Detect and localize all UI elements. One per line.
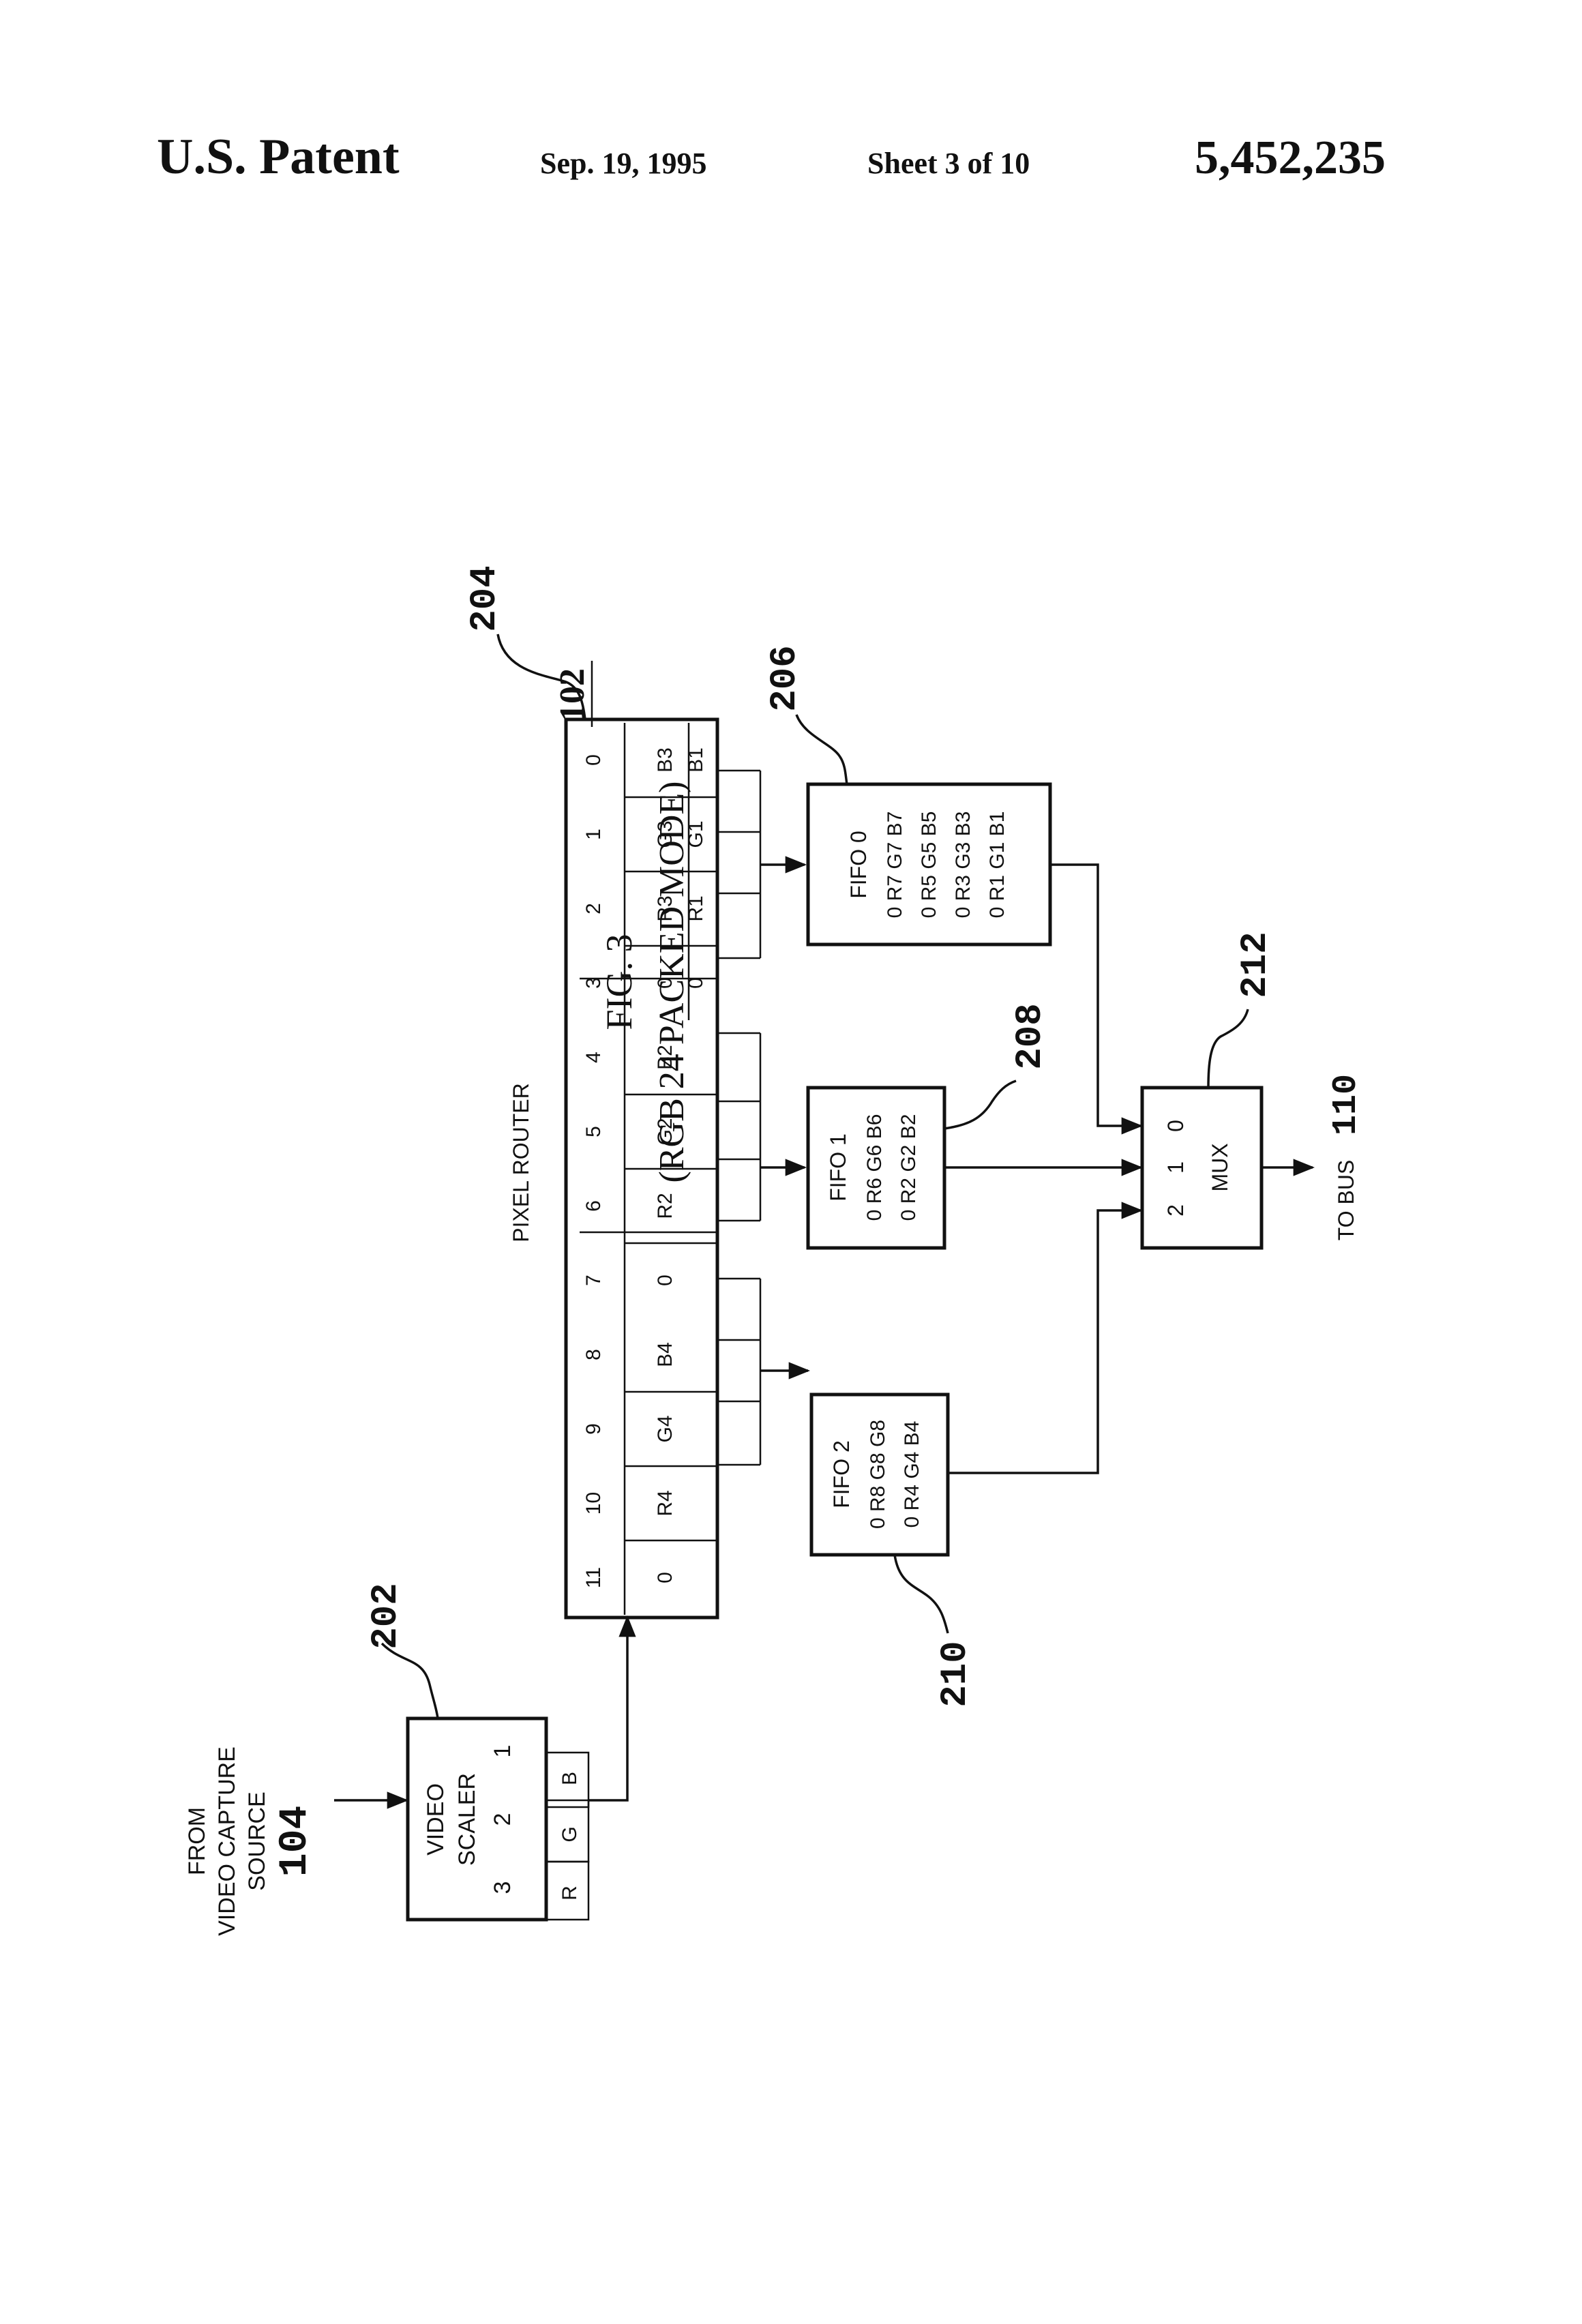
router-slot-6: 6 [582, 1200, 605, 1212]
router-value: G2 [654, 1118, 676, 1145]
mux-leader [1207, 1009, 1249, 1088]
router-slot-5: 5 [582, 1126, 605, 1137]
router-slot-0: 0 [582, 754, 605, 766]
scaler-channel-b-box [545, 1751, 590, 1808]
scaler-to-router-line [588, 1615, 636, 1802]
channel-g: G [558, 1826, 581, 1842]
fifo0-title: FIFO 0 [846, 831, 871, 899]
fifo2-box [809, 1392, 950, 1557]
router-value: 0 [654, 1572, 676, 1583]
router-slot-1: 1 [582, 829, 605, 840]
router-value: B3 [654, 747, 676, 773]
mux-box [1140, 1086, 1264, 1250]
mux-label: MUX [1208, 1143, 1232, 1191]
fifo1-ref: 208 [1010, 1003, 1051, 1069]
video-scaler-text: VIDEO SCALER 3 2 1 [423, 1745, 516, 1894]
fifo2-title: FIFO 2 [829, 1440, 854, 1508]
mux-output-label: TO BUS [1334, 1160, 1358, 1241]
source-line3: SOURCE [244, 1791, 270, 1890]
mux-ref: 212 [1235, 932, 1277, 998]
mux-output-ref: 110 [1327, 1074, 1366, 1135]
source-label: FROM VIDEO CAPTURE SOURCE 104 [184, 1746, 318, 1936]
source-ref: 104 [273, 1806, 318, 1877]
figure-subtitle: (RGB 24 PACKED MODE) [653, 781, 691, 1183]
mux-input-0: 0 [1163, 1120, 1188, 1132]
router-value: 0 [654, 1275, 676, 1286]
channel-b: B [558, 1772, 581, 1785]
fifo0-to-mux-line [1050, 863, 1144, 1135]
video-scaler-line1: VIDEO [423, 1783, 449, 1856]
router-slot-separators [625, 723, 716, 1542]
router-row2-values: 0 R1 G1 B1 [685, 747, 707, 989]
mux-input-1: 1 [1163, 1161, 1188, 1174]
pixel-router-leader [496, 634, 586, 720]
patent-date: Sep. 19, 1995 [540, 147, 707, 180]
fifo0-ref: 206 [764, 645, 806, 711]
fifo0-row: 0 R7 G7 B7 [884, 811, 906, 919]
router-slot-8: 8 [582, 1349, 605, 1360]
fifo0-row: 0 R1 G1 B1 [986, 811, 1009, 919]
pixel-router-label: PIXEL ROUTER [509, 1083, 533, 1242]
router-slot-3: 3 [582, 977, 605, 989]
fifo1-text: FIFO 1 0 R6 G6 B6 0 R2 G2 B2 [826, 1114, 920, 1221]
sheet-number: Sheet 3 of 10 [867, 147, 1030, 180]
fifo0-row: 0 R3 G3 B3 [952, 811, 974, 919]
router-to-fifo1-taps [717, 1032, 807, 1222]
router-value: G3 [654, 820, 676, 848]
fifo2-ref: 210 [935, 1641, 976, 1707]
figure-title: FIG. 3 [599, 934, 640, 1030]
router-slot-2: 2 [582, 903, 605, 914]
video-scaler-num-1: 1 [490, 1745, 516, 1758]
router-value: R4 [654, 1490, 676, 1516]
router-slot-10: 10 [582, 1492, 605, 1515]
fifo0-row: 0 R5 G5 B5 [918, 811, 940, 919]
router-slot-9: 9 [582, 1423, 605, 1435]
router-value: B2 [654, 1045, 676, 1070]
video-scaler-line2: SCALER [454, 1773, 480, 1866]
router-slot-11: 11 [582, 1567, 605, 1588]
video-scaler-leader [380, 1642, 439, 1719]
router-value: 0 [654, 977, 676, 989]
patent-number: 5,452,235 [1195, 132, 1386, 184]
video-scaler-num-3: 3 [490, 1881, 516, 1894]
router-slot-7: 7 [582, 1275, 605, 1286]
fifo1-title: FIFO 1 [826, 1133, 850, 1202]
source-line2: VIDEO CAPTURE [214, 1746, 240, 1936]
router-value-row2: 0 [685, 977, 707, 989]
router-value: R2 [654, 1193, 676, 1219]
video-scaler-num-2: 2 [490, 1813, 516, 1826]
pixel-router-box [564, 717, 719, 1620]
fifo1-row: 0 R2 G2 B2 [897, 1114, 920, 1221]
router-to-fifo0-taps [717, 769, 807, 959]
fifo2-row: 0 R8 G8 G8 [867, 1420, 889, 1529]
router-value: G4 [654, 1415, 676, 1442]
video-scaler-ref: 202 [365, 1583, 407, 1649]
patent-label: U.S. Patent [157, 129, 400, 185]
router-value: R3 [654, 895, 676, 921]
source-line1: FROM [184, 1807, 210, 1875]
router-value-row2: R1 [685, 895, 707, 921]
router-value-row2: B1 [685, 747, 707, 773]
fifo0-text: FIFO 0 0 R7 G7 B7 0 R5 G5 B5 0 R3 G3 B3 0 R1… [846, 811, 1009, 919]
fifo2-leader [893, 1554, 949, 1634]
router-to-fifo2-taps [717, 1277, 811, 1466]
router-value: B4 [654, 1342, 676, 1367]
fifo2-text: FIFO 2 0 R8 G8 G8 0 R4 G4 B4 [829, 1420, 923, 1529]
router-slot-4: 4 [582, 1052, 605, 1063]
fifo1-row: 0 R6 G6 B6 [863, 1114, 886, 1221]
rotated-drawing: FIG. 3 (RGB 24 PACKED MODE) 102 [553, 661, 691, 1182]
figure-ref-main: 102 [553, 668, 592, 721]
fifo0-leader [795, 714, 848, 785]
mux-input-2: 2 [1163, 1204, 1188, 1217]
fifo2-row: 0 R4 G4 B4 [901, 1421, 923, 1528]
channel-r: R [558, 1886, 581, 1901]
scaler-channel-r-box [545, 1860, 590, 1921]
fifo2-to-mux-line [948, 1202, 1144, 1474]
pixel-router-ref: 204 [464, 565, 506, 631]
fifo1-leader [944, 1079, 1017, 1130]
router-value-row2: G1 [685, 820, 707, 848]
